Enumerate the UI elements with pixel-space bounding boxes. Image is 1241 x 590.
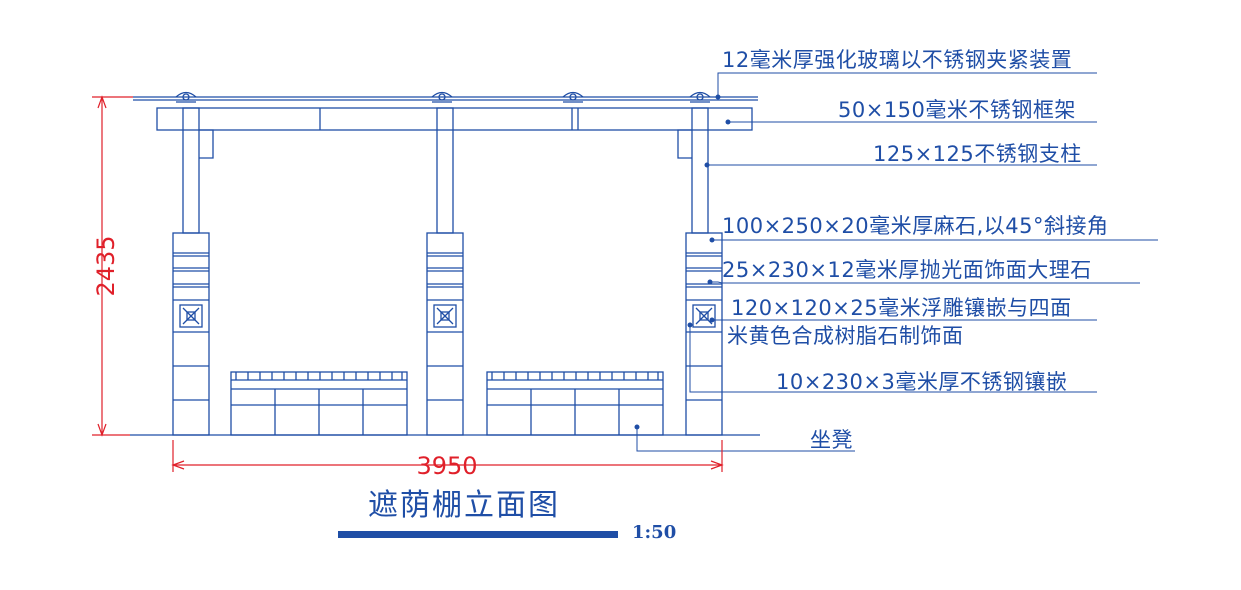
height-dimension: 2435 <box>92 235 120 296</box>
steel-frame-beam <box>156 107 753 131</box>
bench-right <box>486 371 664 436</box>
steel-columns <box>182 107 709 234</box>
leader-lines <box>636 72 1158 452</box>
note-granite: 100×250×20毫米厚麻石,以45°斜接角 <box>722 214 1109 238</box>
bracket <box>199 129 214 159</box>
note-relief: 120×120×25毫米浮雕镶嵌与四面 <box>731 296 1072 320</box>
width-dimension: 3950 <box>416 452 477 480</box>
stone-pedestals <box>172 232 723 436</box>
glass-clamps <box>175 91 711 103</box>
note-frame: 50×150毫米不锈钢框架 <box>838 98 1076 122</box>
note-resin: 米黄色合成树脂石制饰面 <box>727 324 964 348</box>
scale-label: 1:50 <box>632 522 677 543</box>
note-glass: 12毫米厚强化玻璃以不锈钢夹紧装置 <box>722 48 1073 72</box>
bench-left <box>230 371 408 436</box>
dimension-lines <box>92 95 724 472</box>
note-bench: 坐凳 <box>810 428 853 452</box>
note-marble: 25×230×12毫米厚抛光面饰面大理石 <box>722 258 1092 282</box>
note-column: 125×125不锈钢支柱 <box>873 142 1082 166</box>
drawing-title: 遮荫棚立面图 <box>368 488 560 523</box>
leader-dots <box>634 94 731 430</box>
scale-bar <box>338 531 618 538</box>
note-inlay: 10×230×3毫米厚不锈钢镶嵌 <box>776 370 1068 394</box>
